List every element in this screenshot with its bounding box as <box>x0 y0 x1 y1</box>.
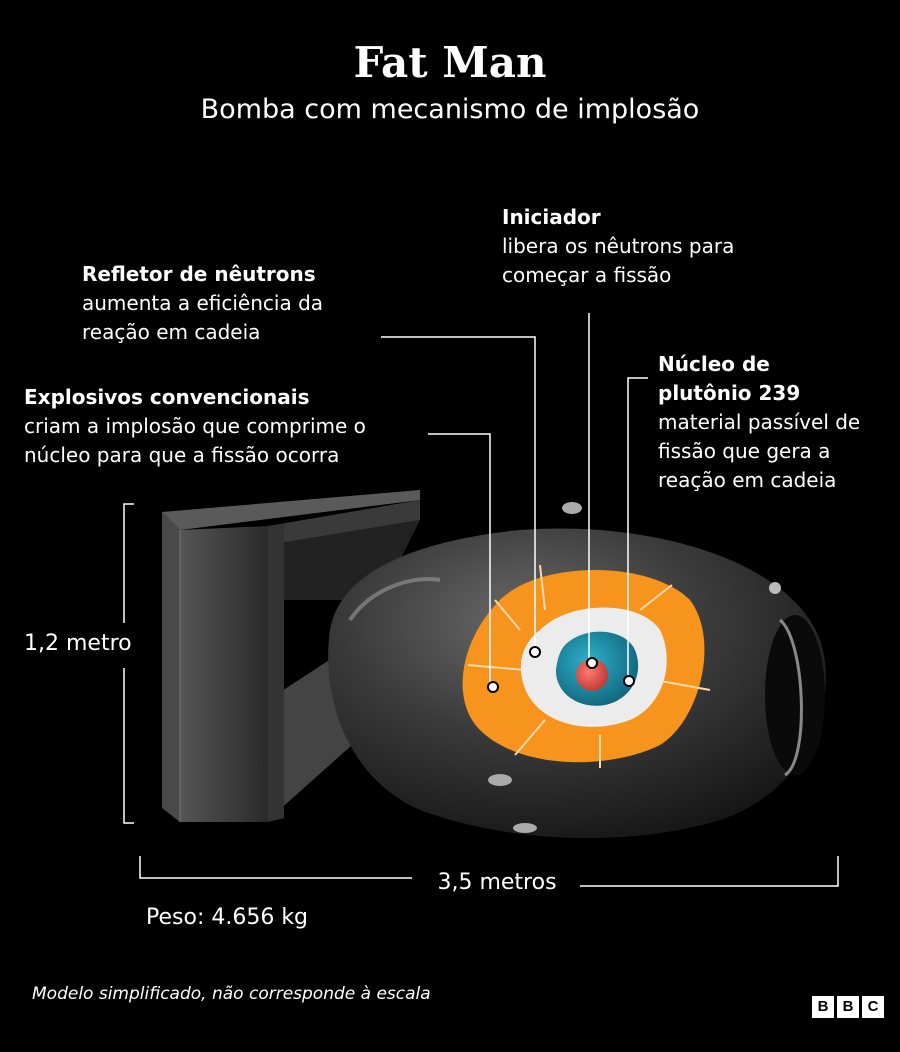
height-dimension: 1,2 metro <box>24 631 132 656</box>
label-reflector-desc: aumenta a eficiência da reação em cadeia <box>82 291 324 344</box>
length-dimension: 3,5 metros <box>437 870 557 895</box>
label-reflector: Refletor de nêutrons aumenta a eficiênci… <box>82 260 372 347</box>
initiator <box>576 659 608 691</box>
page-subtitle: Bomba com mecanismo de implosão <box>200 94 700 125</box>
core-marker <box>623 675 635 687</box>
reflector-marker <box>529 646 541 658</box>
label-initiator: Iniciador libera os nêutrons para começa… <box>502 203 802 290</box>
label-explosives: Explosivos convencionais criam a implosã… <box>24 383 424 470</box>
weight-label: Peso: 4.656 kg <box>146 905 309 930</box>
leader-lines <box>381 313 648 687</box>
page-title: Fat Man <box>353 38 547 87</box>
explosives-marker <box>487 681 499 693</box>
tail-fin-box <box>162 490 420 822</box>
bbc-logo: B B C <box>812 996 884 1018</box>
label-initiator-head: Iniciador <box>502 205 601 229</box>
logo-letter: B <box>812 996 834 1018</box>
initiator-marker <box>586 657 598 669</box>
label-initiator-desc: libera os nêutrons para começar a fissão <box>502 234 735 287</box>
dimension-brackets <box>123 503 839 887</box>
label-core-head: Núcleo de plutônio 239 <box>658 352 801 405</box>
label-core-desc: material passível de fissão que gera a r… <box>658 410 861 492</box>
label-explosives-desc: criam a implosão que comprime o núcleo p… <box>24 414 366 467</box>
cross-section <box>462 564 711 768</box>
logo-letter: B <box>837 996 859 1018</box>
label-core: Núcleo de plutônio 239 material passível… <box>658 350 896 495</box>
logo-letter: C <box>862 996 884 1018</box>
label-reflector-head: Refletor de nêutrons <box>82 262 316 286</box>
footnote: Modelo simplificado, não corresponde à e… <box>32 984 431 1004</box>
label-explosives-head: Explosivos convencionais <box>24 385 310 409</box>
